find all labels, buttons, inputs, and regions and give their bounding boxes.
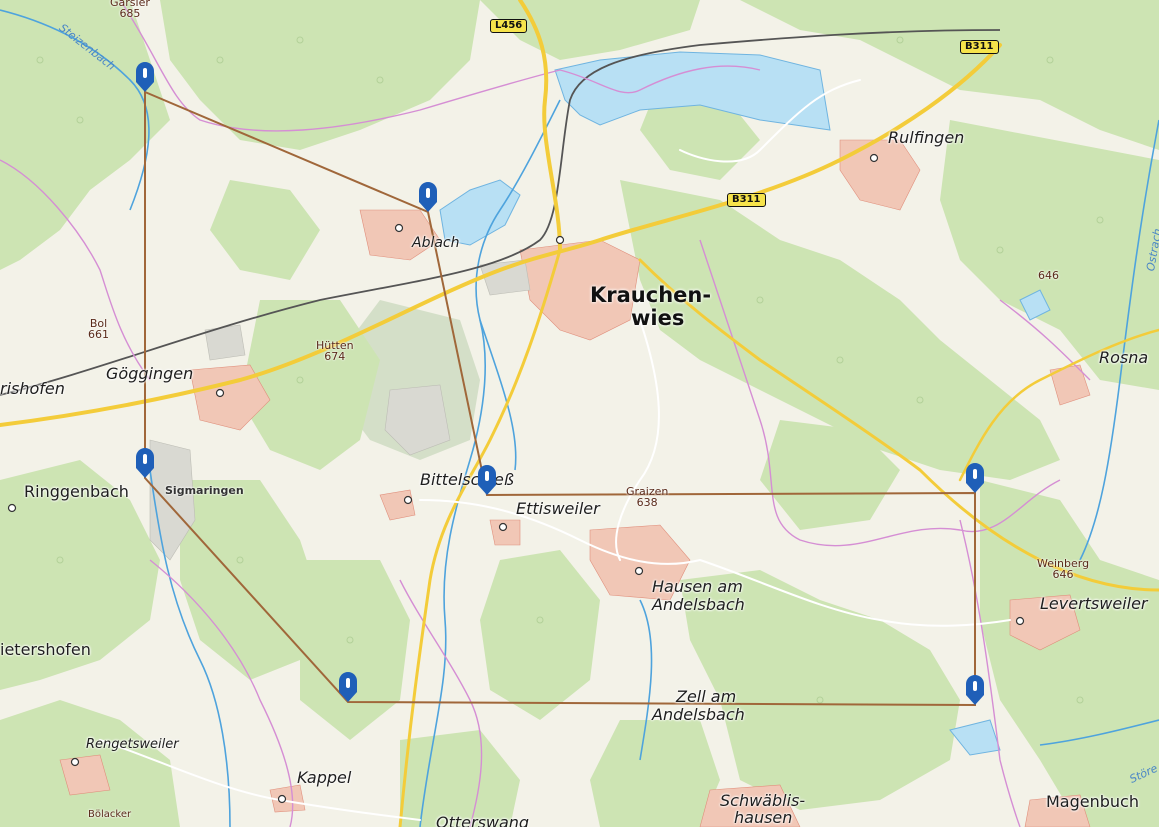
place-rosna: Rosna: [1099, 348, 1149, 367]
place-rengetsweiler: Rengetsweiler: [86, 737, 179, 752]
peak-weinberg-elevation: 646: [1052, 568, 1074, 581]
town-label-line2: wies: [631, 306, 685, 331]
peak-garsler-name: Garsler: [110, 0, 150, 9]
forest-pattern: [36, 36, 1104, 784]
place-zell-line2: Andelsbach: [652, 704, 745, 724]
place-hausen-line1: Hausen am: [652, 577, 743, 596]
map-marker-icon[interactable]: [478, 465, 496, 495]
rivers: [0, 9, 1159, 827]
place-hausen: Hausen am Andelsbach: [652, 578, 745, 613]
place-ettisweiler: Ettisweiler: [516, 499, 600, 518]
place-goeggingen: Göggingen: [106, 364, 194, 383]
peak-hutten-name: Hütten: [316, 339, 354, 352]
place-zell: Zell am Andelsbach: [652, 687, 745, 723]
place-levertsweiler: Levertsweiler: [1040, 594, 1148, 613]
peak-garsler-elevation: 685: [119, 7, 141, 20]
town-label-krauchenwies: Krauchen- wies: [590, 283, 712, 331]
lakes: [439, 51, 1051, 756]
place-dots: [7, 153, 1025, 804]
place-ringgenbach: Ringgenbach: [24, 482, 129, 501]
place-rishofen: rishofen: [0, 379, 65, 398]
place-schwablis-line1: Schwäblis-: [720, 791, 806, 810]
road-shield-b311-mid: B311: [727, 193, 766, 207]
place-zell-line1: Zell am: [676, 687, 737, 706]
settlements: [59, 139, 1091, 827]
place-sigmaringen: Sigmaringen: [165, 484, 244, 497]
map-marker-icon[interactable]: [136, 448, 154, 478]
peak-bol: Bol 661: [88, 318, 109, 340]
place-otterswang: Otterswang: [436, 813, 530, 827]
place-schwablis-line2: hausen: [734, 807, 793, 827]
place-rulfingen: Rulfingen: [888, 128, 965, 147]
place-bittelschiess: Bittelschieß: [420, 470, 514, 489]
peak-bol-name: Bol: [89, 317, 108, 330]
map-marker-icon[interactable]: [966, 675, 984, 705]
peak-hutten-elevation: 674: [324, 350, 346, 363]
road-shield-l456: L456: [490, 19, 528, 33]
map-marker-icon[interactable]: [419, 182, 437, 212]
map-marker-icon[interactable]: [136, 62, 154, 92]
road-shield-b311-top: B311: [960, 40, 999, 54]
place-ablach: Ablach: [412, 235, 460, 251]
peak-graizen: Graizen 638: [626, 486, 668, 508]
peak-graizen-elevation: 638: [636, 496, 658, 509]
peak-garsler: Garsler 685: [110, 0, 150, 19]
gray-areas: [149, 259, 531, 561]
map-marker-icon[interactable]: [339, 672, 357, 702]
place-magenbuch: Magenbuch: [1046, 792, 1139, 811]
peak-weinberg-name: Weinberg: [1037, 557, 1090, 570]
place-bolacker: Bölacker: [88, 809, 132, 820]
map-marker-icon[interactable]: [966, 463, 984, 493]
place-hausen-line2: Andelsbach: [652, 594, 745, 614]
route-polygon: [144, 90, 976, 707]
boundaries: [0, 0, 1091, 827]
peak-weinberg: Weinberg 646: [1037, 558, 1089, 580]
peak-bol-elevation: 661: [88, 328, 109, 341]
place-schwablishausen: Schwäblis- hausen: [720, 791, 806, 827]
peak-hutten: Hütten 674: [316, 340, 354, 362]
town-label-line1: Krauchen-: [590, 283, 712, 307]
place-ietershofen: ietershofen: [0, 640, 91, 659]
peak-unnamed-elevation: 646: [1038, 269, 1059, 282]
peak-graizen-name: Graizen: [626, 485, 669, 498]
place-kappel: Kappel: [297, 768, 352, 787]
